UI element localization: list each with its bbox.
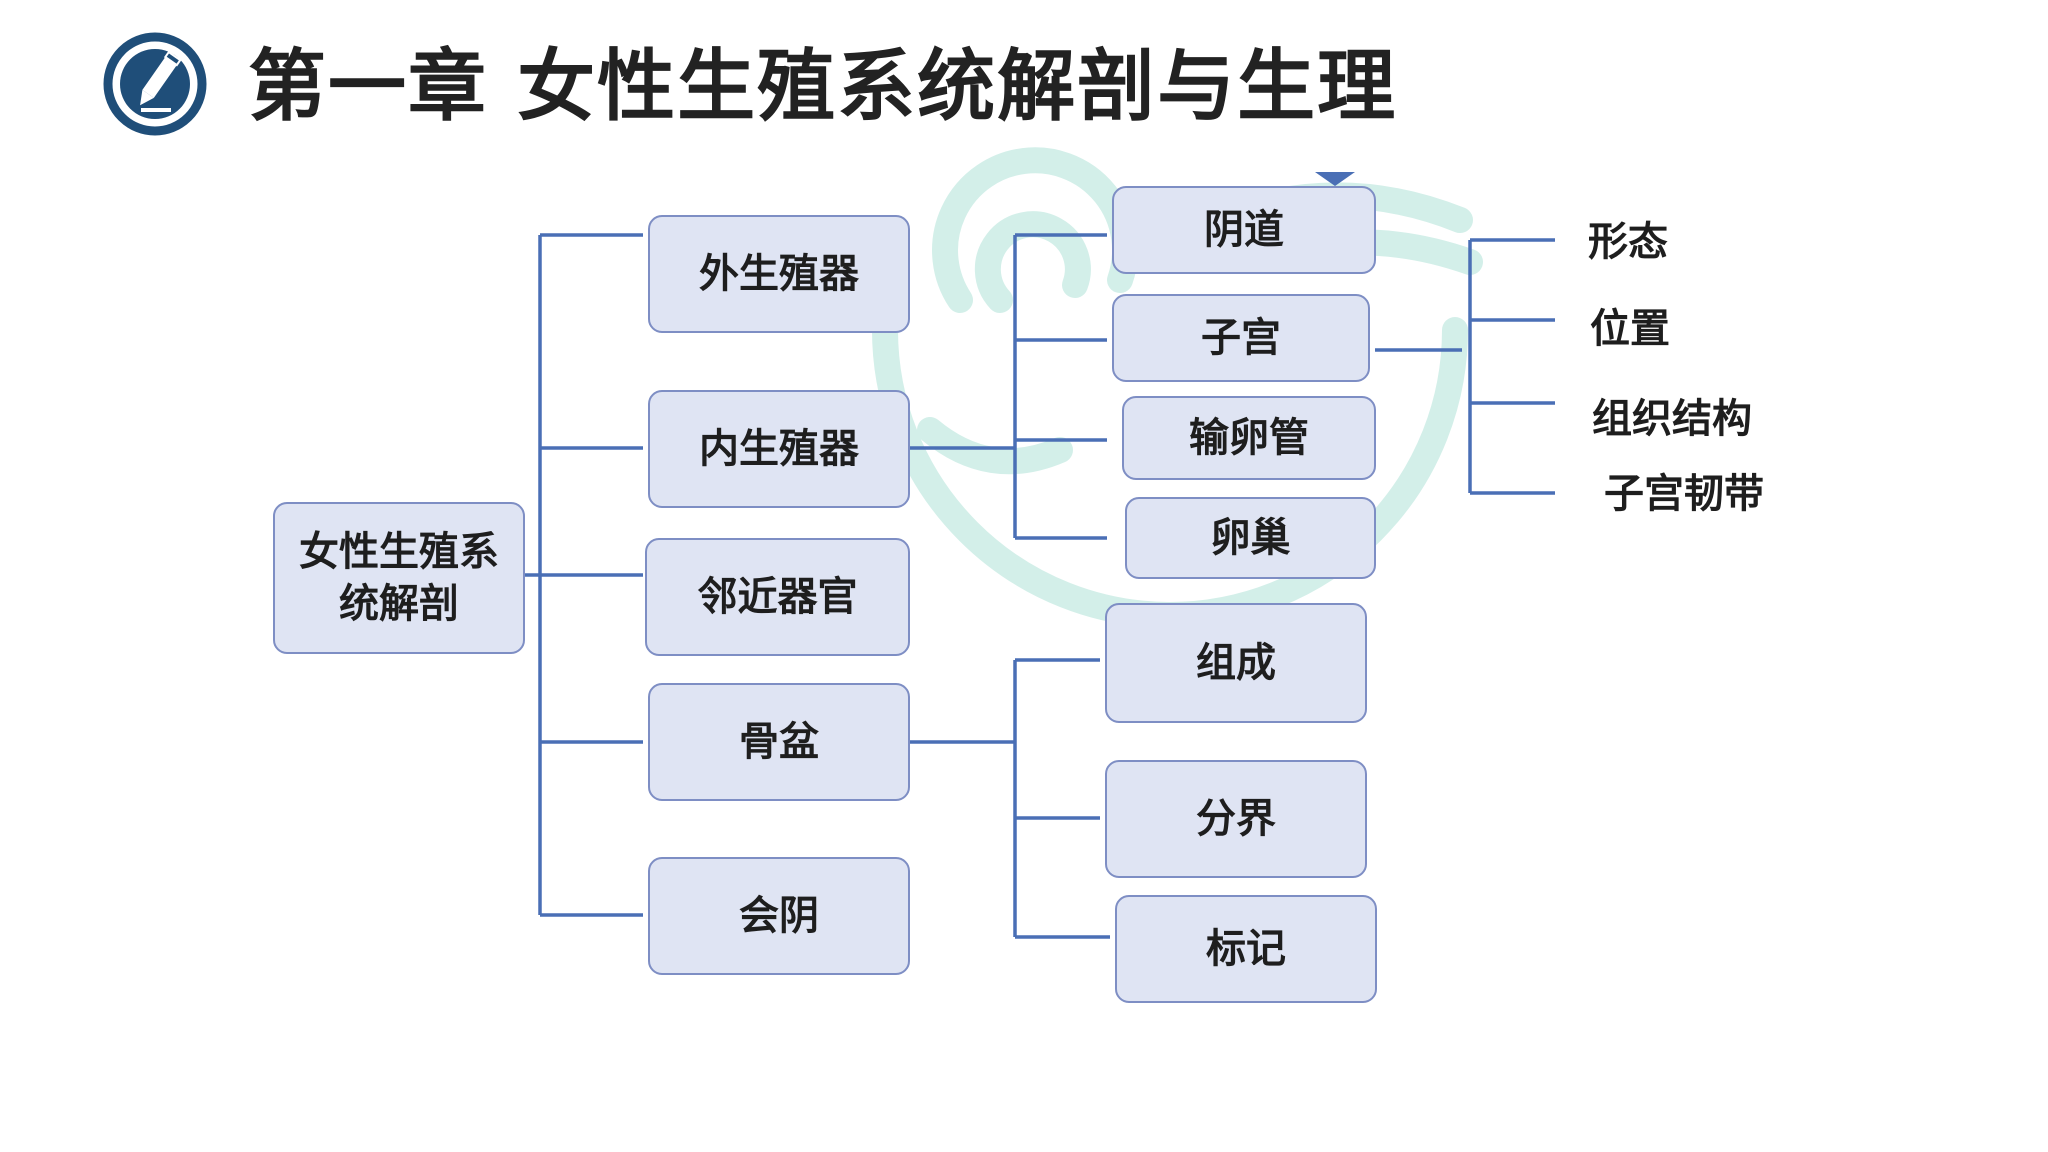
node-pelvis: 骨盆	[648, 683, 910, 801]
node-adjacent-organs: 邻近器官	[645, 538, 910, 656]
node-label: 子宫	[1201, 315, 1281, 361]
node-label: 骨盆	[739, 719, 819, 765]
pencil-circle-icon	[103, 32, 207, 136]
uterus-topic-tissue-structure: 组织结构	[1592, 396, 1752, 442]
node-external-genitalia: 外生殖器	[648, 215, 910, 333]
node-label: 卵巢	[1210, 515, 1291, 561]
uterus-topic-ligaments: 子宫韧带	[1604, 471, 1764, 517]
uterus-topic-position: 位置	[1590, 306, 1670, 352]
uterus-topic-shape: 形态	[1588, 219, 1668, 265]
root-node: 女性生殖系统解剖	[273, 502, 525, 654]
node-label: 阴道	[1204, 207, 1284, 253]
node-internal-genitalia: 内生殖器	[648, 390, 910, 508]
node-label: 外生殖器	[699, 251, 859, 297]
node-label: 组成	[1196, 640, 1276, 686]
node-uterus: 子宫	[1112, 294, 1370, 382]
node-label: 输卵管	[1189, 415, 1309, 461]
node-perineum: 会阴	[648, 857, 910, 975]
node-label: 标记	[1206, 926, 1286, 972]
node-fallopian-tube: 输卵管	[1122, 396, 1376, 480]
node-label: 邻近器官	[697, 574, 858, 620]
node-pelvis-composition: 组成	[1105, 603, 1367, 723]
node-pelvis-boundary: 分界	[1105, 760, 1367, 878]
node-pelvis-landmarks: 标记	[1115, 895, 1377, 1003]
root-label: 女性生殖系统解剖	[299, 529, 499, 627]
node-label: 内生殖器	[699, 426, 859, 472]
node-vagina: 阴道	[1112, 186, 1376, 274]
page-title: 第一章 女性生殖系统解剖与生理	[248, 42, 1398, 132]
node-label: 会阴	[739, 893, 819, 939]
node-ovary: 卵巢	[1125, 497, 1376, 579]
node-label: 分界	[1196, 796, 1276, 842]
